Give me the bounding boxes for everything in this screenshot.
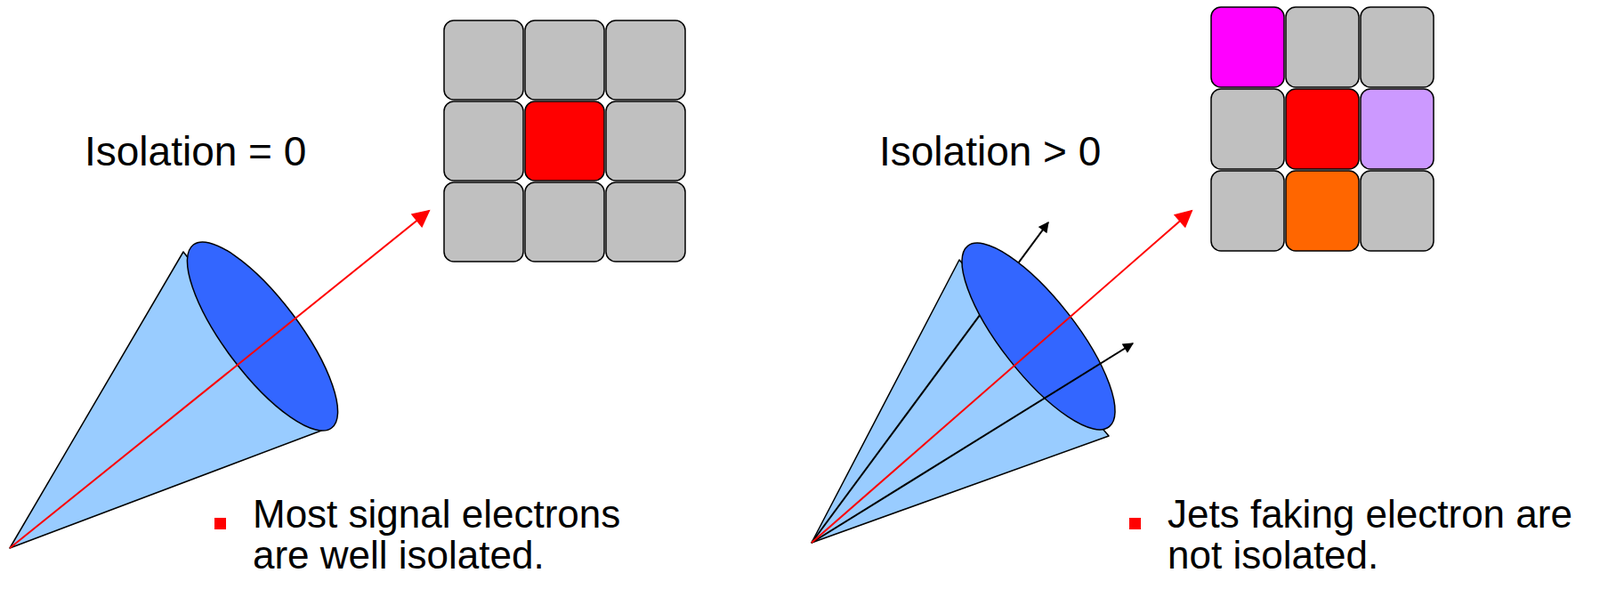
bullet-marker (214, 517, 227, 530)
panel-heading: Isolation = 0 (84, 129, 307, 173)
bullet-marker (1129, 517, 1141, 530)
calorimeter-grid (444, 20, 686, 262)
bullet-text: Most signal electrons are well isolated. (252, 493, 680, 576)
bullet-text: Jets faking electron are not isolated. (1167, 493, 1586, 576)
panel-heading: Isolation > 0 (879, 129, 1101, 173)
jet-cone (811, 210, 1192, 543)
calorimeter-grid (1211, 7, 1434, 251)
